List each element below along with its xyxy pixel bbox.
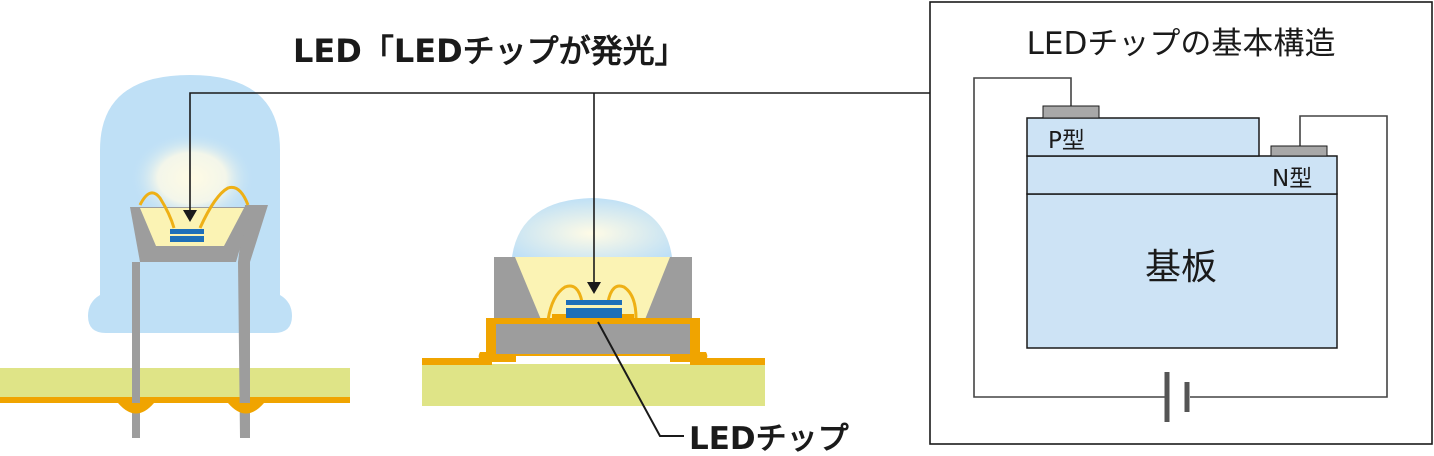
p-layer-label: P型 xyxy=(1048,128,1085,154)
led-cup-reflector xyxy=(140,208,244,246)
led-lead-right xyxy=(238,205,268,438)
smd-bond-wire-left xyxy=(546,284,584,321)
substrate-label: 基板 xyxy=(1145,247,1217,288)
led-lead-left xyxy=(132,262,140,438)
smd-base xyxy=(496,324,690,354)
arrow-head-left xyxy=(183,210,197,222)
chip-structure-panel: LEDチップの基本構造 P型 N型 基板 xyxy=(929,1,1433,445)
led-bond-wire-left xyxy=(138,191,176,229)
smd-dome xyxy=(512,198,672,257)
panel-title: LEDチップの基本構造 xyxy=(1027,26,1336,62)
n-type-layer xyxy=(1026,155,1338,195)
led-chip-small xyxy=(170,229,204,234)
leader-line-main xyxy=(189,92,930,210)
p-electrode xyxy=(1042,105,1100,119)
leader-lines xyxy=(183,92,930,437)
solder-joint-left xyxy=(118,403,154,414)
smd-bond-wire-right xyxy=(606,284,638,319)
arrow-head-mid xyxy=(587,282,601,294)
top-caption: LED「LEDチップが発光」 xyxy=(293,32,687,70)
n-electrode xyxy=(1270,145,1328,157)
pcb-board-mid xyxy=(422,364,765,406)
chip-caption: LEDチップ xyxy=(689,421,850,456)
solder-joint-right xyxy=(228,403,264,414)
pcb-copper-mid-left xyxy=(422,358,492,365)
pcb-copper-mid-right xyxy=(690,358,765,365)
smd-chip xyxy=(566,300,622,305)
substrate-layer xyxy=(1026,193,1338,349)
pcb-board-left xyxy=(0,368,350,398)
led-bond-wire-right xyxy=(198,185,250,229)
through-hole-led xyxy=(0,75,350,438)
chip-callout-line xyxy=(597,321,684,437)
circuit-wire-n xyxy=(1190,115,1388,398)
n-layer-label: N型 xyxy=(1272,166,1312,192)
pcb-copper-left xyxy=(0,397,350,403)
circuit-wire-p xyxy=(973,77,1165,398)
p-type-layer xyxy=(1026,117,1260,157)
